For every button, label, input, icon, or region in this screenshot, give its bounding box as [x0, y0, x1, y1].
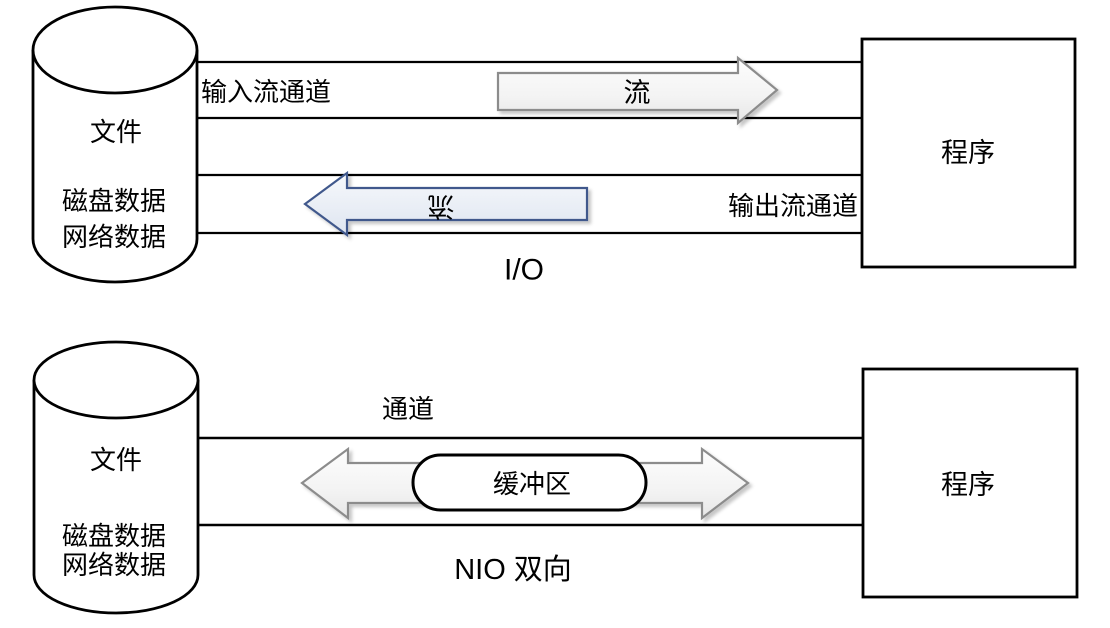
io-cylinder-top	[31, 5, 199, 95]
io-input-stream-band	[197, 60, 862, 120]
nio-caption: NIO 双向	[454, 553, 572, 586]
io-program-label: 程序	[941, 138, 995, 168]
buffer-label: 缓冲区	[493, 469, 571, 499]
io-cylinder-line1: 磁盘数据	[62, 186, 166, 216]
nio-cylinder-top	[32, 340, 200, 420]
nio-cylinder-title: 文件	[90, 445, 142, 475]
input-channel-label: 输入流通道	[201, 77, 331, 107]
nio-channel-band	[198, 436, 863, 527]
output-channel-label: 输出流通道	[728, 191, 858, 221]
input-stream-arrow-right-icon	[496, 55, 779, 126]
input-stream-arrow-label: 流	[624, 78, 651, 108]
nio-program-label: 程序	[941, 470, 995, 500]
io-source-cylinder: 文件 磁盘数据 网络数据	[31, 5, 199, 284]
io-cylinder-title: 文件	[90, 117, 142, 147]
io-program-box: 程序	[860, 37, 1077, 269]
io-cylinder-body	[31, 50, 199, 284]
io-program-rect	[860, 37, 1077, 269]
nio-cylinder-line2: 网络数据	[62, 550, 166, 580]
nio-cylinder-line1: 磁盘数据	[62, 521, 166, 551]
nio-source-cylinder: 文件 磁盘数据 网络数据	[32, 340, 200, 615]
output-stream-arrow-left-icon	[303, 170, 589, 238]
io-cylinder-line2: 网络数据	[62, 222, 166, 252]
nio-channel-label: 通道	[382, 394, 434, 424]
io-caption: I/O	[504, 254, 544, 287]
nio-cylinder-body	[32, 380, 200, 615]
buffer-capsule	[411, 453, 648, 512]
nio-program-rect	[861, 367, 1079, 599]
nio-program-box: 程序	[861, 367, 1079, 599]
output-stream-arrow-label: 流	[428, 191, 455, 221]
io-output-stream-band	[197, 173, 862, 235]
